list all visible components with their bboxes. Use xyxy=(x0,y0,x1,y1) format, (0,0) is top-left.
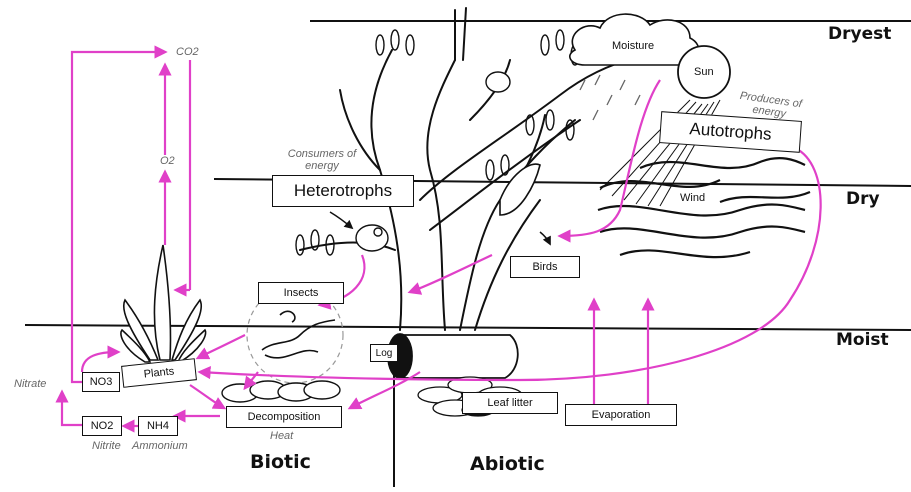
biotic-label: Biotic xyxy=(250,451,311,473)
nitrite-annotation: Nitrite xyxy=(92,440,121,452)
zone-label-moist: Moist xyxy=(836,330,889,350)
log-illustration xyxy=(388,334,518,378)
arrow-no2-to-no3 xyxy=(62,392,82,425)
moisture-label: Moisture xyxy=(612,40,654,52)
zone-label-dryest: Dryest xyxy=(828,24,891,44)
zone-label-dry: Dry xyxy=(846,189,880,209)
arrow-insects-to-plants xyxy=(198,335,245,358)
heterotrophs-box: Heterotrophs xyxy=(272,175,414,207)
o2-annotation: O2 xyxy=(160,155,175,167)
arrow-to-co2 xyxy=(72,52,165,382)
nitrate-annotation: Nitrate xyxy=(14,378,46,390)
consumers-annotation: Consumers of energy xyxy=(282,148,362,172)
no2-box: NO2 xyxy=(82,416,122,436)
nh4-box: NH4 xyxy=(138,416,178,436)
arrow-plants-to-decomp xyxy=(190,385,224,408)
decomposition-box: Decomposition xyxy=(226,406,342,428)
decomposition-pile xyxy=(222,381,340,402)
heat-annotation: Heat xyxy=(270,430,293,442)
insects-box: Insects xyxy=(258,282,344,304)
abiotic-label: Abiotic xyxy=(470,453,545,475)
wind-label: Wind xyxy=(680,192,705,204)
arrow-birds-to-insects xyxy=(410,255,492,292)
co2-annotation: CO2 xyxy=(176,46,199,58)
sun-label: Sun xyxy=(694,66,714,78)
arrow-sun-to-tree xyxy=(560,80,660,236)
evaporation-box: Evaporation xyxy=(565,404,677,426)
log-box: Log xyxy=(370,344,398,362)
rain-drops xyxy=(580,75,640,120)
plant-illustration xyxy=(121,245,206,362)
arrow-no3-to-plants xyxy=(82,352,118,372)
no3-box: NO3 xyxy=(82,372,120,392)
ammonium-annotation: Ammonium xyxy=(132,440,188,452)
leaf-litter-box: Leaf litter xyxy=(462,392,558,414)
wind-lines xyxy=(598,158,810,257)
insect-drawings xyxy=(262,311,335,358)
birds-box: Birds xyxy=(510,256,580,278)
